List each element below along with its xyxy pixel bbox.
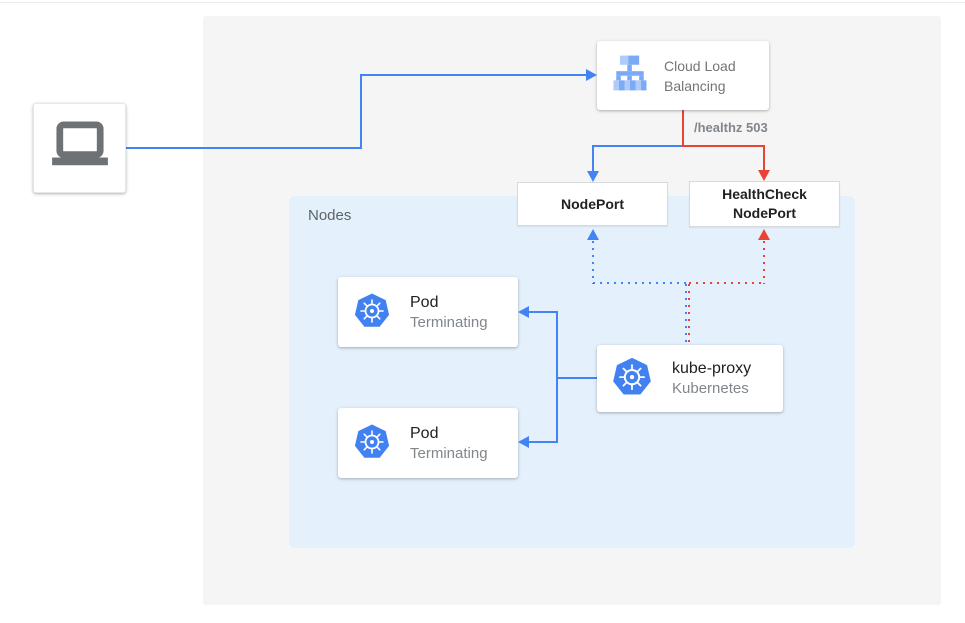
kube-proxy-card: kube-proxy Kubernetes xyxy=(597,345,783,412)
pod-status: Terminating xyxy=(410,444,488,462)
kubeproxy-dotted-stem-red xyxy=(688,284,690,345)
lb-to-nodeport-arrowhead xyxy=(587,171,599,182)
lb-healthz-line-v xyxy=(682,110,684,147)
nodeport-box: NodePort xyxy=(517,182,668,226)
kubernetes-icon xyxy=(610,354,654,403)
laptop-icon xyxy=(49,120,111,176)
kubeproxy-to-pods-line-h xyxy=(557,377,598,379)
lb-to-healthcheck-line-h xyxy=(682,145,765,147)
nodeport-label: NodePort xyxy=(561,195,624,212)
kubernetes-icon xyxy=(352,421,392,466)
kubeproxy-to-pod1-line-h xyxy=(528,311,558,313)
client-to-lb-arrowhead xyxy=(586,69,597,81)
load-balancer-icon xyxy=(608,51,652,100)
cloud-load-balancing-label: Cloud Load Balancing xyxy=(664,57,736,94)
kube-proxy-subtitle: Kubernetes xyxy=(672,380,749,397)
pod-title: Pod xyxy=(410,293,439,311)
pod-card-2: Pod Terminating xyxy=(338,408,518,478)
kubeproxy-to-pod2-line-h xyxy=(528,441,558,443)
kubeproxy-to-nodeport-dotted-h xyxy=(593,282,687,284)
client-device-card xyxy=(33,103,126,193)
kubeproxy-to-nodeport-dotted-v xyxy=(592,241,594,284)
pod-status: Terminating xyxy=(410,313,488,331)
healthcheck-nodeport-label-line1: HealthCheck xyxy=(722,186,807,202)
kubeproxy-to-healthcheck-dotted-v xyxy=(763,241,765,284)
top-divider xyxy=(0,2,965,3)
nodes-label: Nodes xyxy=(308,207,352,224)
lb-to-nodeport-line-v xyxy=(592,145,594,172)
kubeproxy-to-healthcheck-dotted-h xyxy=(689,282,765,284)
healthcheck-nodeport-label-line2: NodePort xyxy=(733,205,796,221)
kubeproxy-to-healthcheck-arrowhead xyxy=(758,229,770,240)
kubeproxy-dotted-stem-blue xyxy=(685,284,687,345)
healthz-503-label: /healthz 503 xyxy=(694,120,768,135)
pod-card-1: Pod Terminating xyxy=(338,277,518,347)
client-to-lb-line-h2 xyxy=(360,74,587,76)
client-to-lb-line-v xyxy=(360,74,362,149)
kubernetes-icon xyxy=(352,290,392,335)
client-to-lb-line-h1 xyxy=(126,147,362,149)
kubeproxy-to-pod2-arrowhead xyxy=(518,436,529,448)
lb-to-nodeport-line-h xyxy=(592,145,684,147)
kubeproxy-to-nodeport-arrowhead xyxy=(587,229,599,240)
cloud-load-balancing-card: Cloud Load Balancing xyxy=(597,41,769,110)
kubeproxy-to-pods-line-v xyxy=(556,311,558,443)
kube-proxy-title: kube-proxy xyxy=(672,360,752,377)
healthcheck-nodeport-box: HealthCheck NodePort xyxy=(689,181,840,227)
lb-to-healthcheck-line-v xyxy=(763,145,765,171)
pod-title: Pod xyxy=(410,424,439,442)
kubeproxy-to-pod1-arrowhead xyxy=(518,306,529,318)
lb-to-healthcheck-arrowhead xyxy=(758,170,770,181)
